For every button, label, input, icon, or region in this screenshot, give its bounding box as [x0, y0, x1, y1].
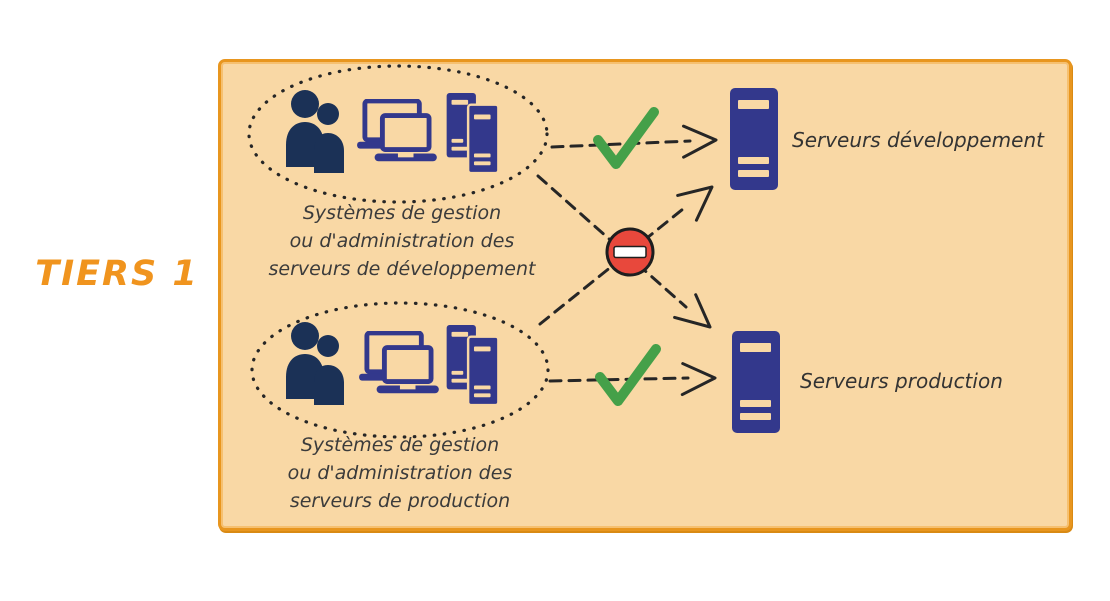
server-icon — [732, 331, 780, 433]
caption-line: Systèmes de gestion — [302, 202, 502, 224]
prod-admin-caption: Systèmes de gestion ou d'administration … — [250, 431, 550, 515]
caption-line: Systèmes de gestion — [300, 434, 500, 456]
laptops-icon — [357, 99, 437, 162]
tier-label: TIERS 1 — [35, 254, 199, 294]
prod-servers-label: Serveurs production — [800, 369, 1003, 393]
server-towers-icon — [446, 325, 500, 407]
users-icon — [286, 322, 344, 405]
dev-servers-label: Serveurs développement — [792, 128, 1044, 152]
laptops-icon — [359, 331, 439, 394]
users-icon — [286, 90, 344, 173]
caption-line: serveurs de développement — [268, 258, 536, 280]
caption-line: ou d'administration des — [289, 230, 515, 252]
dev-admin-caption: Systèmes de gestion ou d'administration … — [252, 199, 552, 283]
server-towers-icon — [446, 93, 500, 175]
server-icon — [730, 88, 778, 190]
caption-line: ou d'administration des — [287, 462, 513, 484]
caption-line: serveurs de production — [289, 490, 511, 512]
